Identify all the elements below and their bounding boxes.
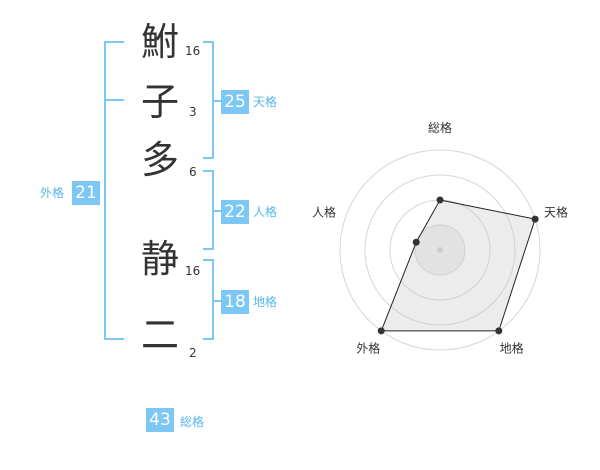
radar-axis-label-2: 地格 (500, 341, 524, 356)
stroke-count-5: 2 (189, 346, 197, 360)
name-char-1: 鮒 (140, 20, 179, 64)
chikaku-value: 18 (221, 290, 249, 314)
stroke-count-1: 16 (185, 44, 201, 58)
name-char-4: 静 (140, 237, 179, 281)
gaikaku-bracket-top (104, 41, 124, 43)
gaikaku-bracket-bottom (104, 338, 124, 340)
radar-point-0 (436, 196, 444, 204)
stroke-count-4: 16 (185, 264, 201, 278)
tenkaku-bracket-bottom (203, 157, 214, 159)
radar-point-2 (495, 327, 503, 335)
chikaku-bracket-vertical (212, 259, 214, 340)
radar-axis-label-3: 外格 (356, 341, 380, 356)
jinkaku-bracket-tick (212, 210, 221, 212)
tenkaku-value: 25 (221, 90, 249, 114)
radar-center-dot (437, 247, 443, 253)
chikaku-label: 地格 (253, 295, 278, 309)
radar-point-1 (531, 215, 539, 223)
name-char-2: 子 (140, 80, 179, 124)
gaikaku-label: 外格 (40, 186, 65, 200)
radar-axis-label-1: 天格 (544, 204, 568, 219)
name-char-5: 二 (140, 313, 179, 357)
soukaku-label: 総格 (180, 415, 205, 429)
radar-axis-label-4: 人格 (312, 204, 336, 219)
jinkaku-bracket-bottom (203, 248, 214, 250)
gaikaku-value: 21 (72, 181, 100, 205)
tenkaku-bracket-top (203, 41, 214, 43)
stroke-count-3: 6 (189, 165, 197, 179)
jinkaku-label: 人格 (253, 205, 278, 219)
chikaku-bracket-bottom (203, 338, 214, 340)
jinkaku-bracket-top (203, 170, 214, 172)
chikaku-bracket-top (203, 259, 214, 261)
gaikaku-bracket-vertical (104, 41, 106, 340)
chikaku-bracket-tick (212, 300, 221, 302)
gaikaku-bracket-mid (104, 99, 124, 101)
tenkaku-label: 天格 (253, 95, 278, 109)
radar-axis-label-0: 総格 (428, 120, 452, 135)
tenkaku-bracket-tick (212, 100, 221, 102)
jinkaku-value: 22 (221, 200, 249, 224)
radar-point-3 (377, 327, 385, 335)
soukaku-value: 43 (146, 408, 174, 432)
name-char-3: 多 (140, 138, 179, 182)
stroke-count-2: 3 (189, 105, 197, 119)
radar-point-4 (412, 238, 420, 246)
radar-polygon (380, 199, 536, 332)
